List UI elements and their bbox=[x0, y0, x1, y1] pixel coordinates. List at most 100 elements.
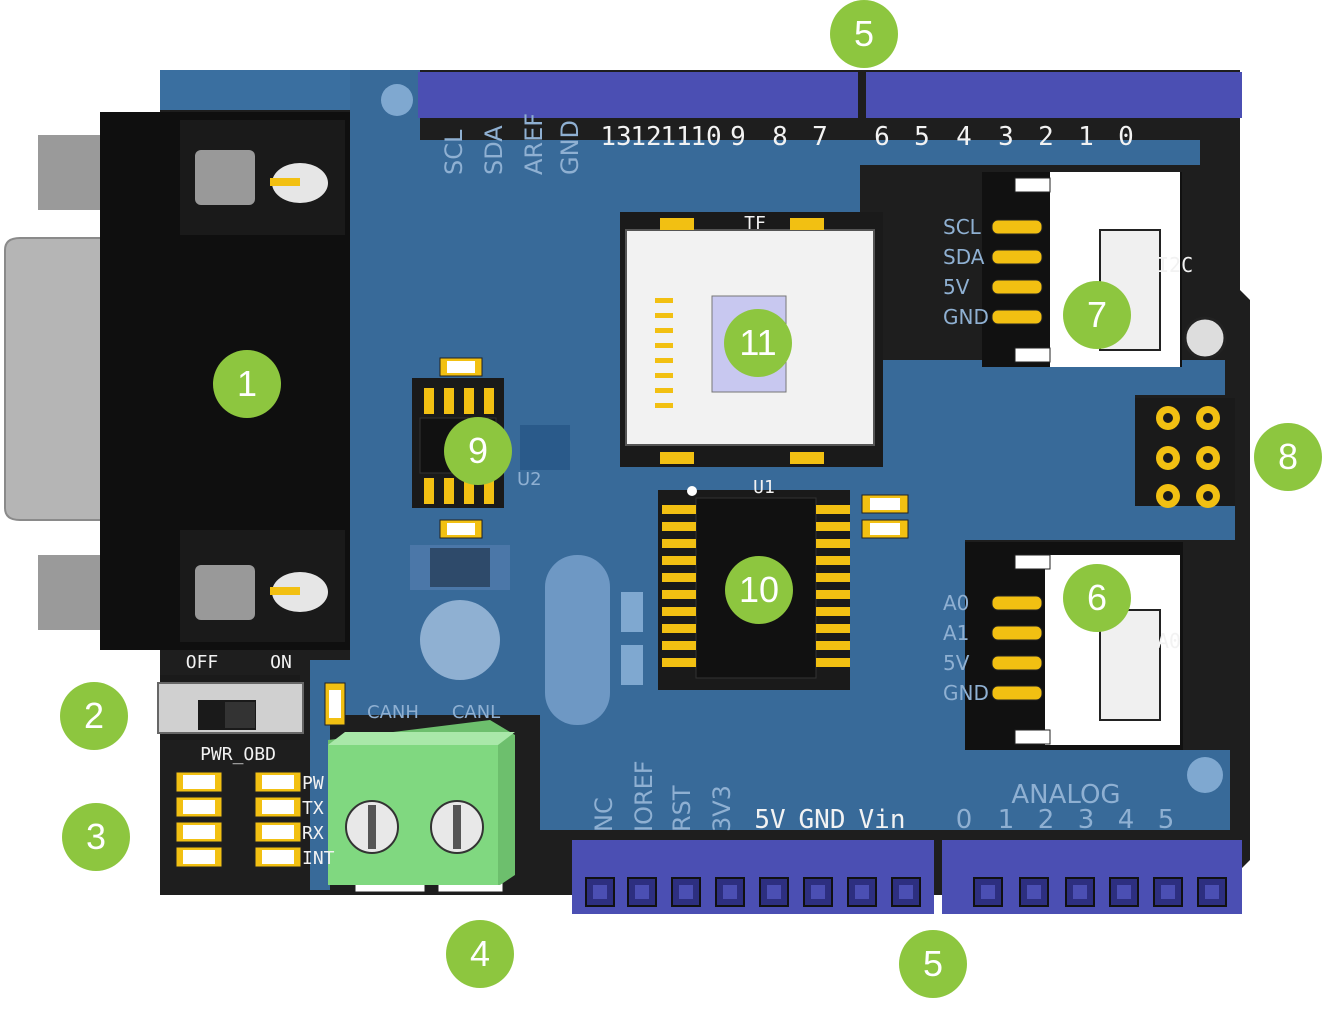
can-screw-terminal bbox=[328, 720, 515, 893]
header-pin bbox=[1027, 885, 1041, 899]
led-resistor bbox=[183, 825, 215, 839]
grove-pin bbox=[991, 219, 1043, 235]
callout-7-i2c-connector: 7 bbox=[1063, 281, 1131, 349]
tf-contact bbox=[655, 313, 673, 318]
header-pin bbox=[715, 877, 745, 907]
status-led bbox=[262, 800, 294, 814]
chip-pin bbox=[816, 624, 850, 633]
grove-pin bbox=[991, 249, 1043, 265]
led-label: PW bbox=[302, 773, 324, 794]
grove-pin bbox=[991, 595, 1043, 611]
callout-5-bottom-header: 5 bbox=[899, 930, 967, 998]
switch-on-label: ON bbox=[270, 652, 292, 673]
analog-pin-label: 2 bbox=[1038, 805, 1055, 835]
power-pin-label: Vin bbox=[859, 805, 906, 835]
analog-header-label: ANALOG bbox=[1011, 780, 1120, 810]
i2c-pin-label: SCL bbox=[943, 215, 982, 239]
led-label: TX bbox=[302, 798, 324, 819]
analog-pin-label: 0 bbox=[956, 805, 973, 835]
grove-pin bbox=[991, 655, 1043, 671]
grove-pin bbox=[991, 279, 1043, 295]
header-pin bbox=[635, 885, 649, 899]
chip-pin bbox=[484, 388, 494, 414]
header-pin bbox=[1205, 885, 1219, 899]
chip-pin bbox=[662, 641, 696, 650]
tf-contact bbox=[655, 328, 673, 333]
header-pin bbox=[1161, 885, 1175, 899]
header-pin bbox=[767, 885, 781, 899]
callout-11-tf: 11 bbox=[724, 309, 792, 377]
callout-1-db9: 1 bbox=[213, 350, 281, 418]
i2c-pin-label: 5V bbox=[943, 275, 970, 299]
status-leds bbox=[175, 771, 302, 868]
tf-contact bbox=[655, 298, 673, 303]
u2-label: U2 bbox=[517, 469, 542, 490]
tf-contact bbox=[655, 388, 673, 393]
tf-contact bbox=[655, 403, 673, 408]
chip-pin bbox=[662, 658, 696, 667]
icsp-pin bbox=[1203, 491, 1213, 501]
digital-pin-label: 12 bbox=[630, 122, 661, 152]
chip-pin bbox=[444, 388, 454, 414]
header-pin bbox=[811, 885, 825, 899]
power-pin-label: NC bbox=[590, 797, 618, 832]
chip-pin bbox=[464, 478, 474, 504]
header-pin bbox=[1019, 877, 1049, 907]
header-pin bbox=[855, 885, 869, 899]
tf-label: TF bbox=[744, 213, 766, 234]
led-resistor bbox=[183, 850, 215, 864]
led-resistor bbox=[183, 775, 215, 789]
header-pin bbox=[1153, 877, 1183, 907]
i2c-grove-connector bbox=[982, 172, 1182, 367]
digital-pin-label: 9 bbox=[730, 122, 746, 152]
digital-pin-label: 7 bbox=[812, 122, 828, 152]
icsp-pin bbox=[1163, 413, 1173, 423]
i2c-pin-label: GND bbox=[943, 305, 989, 329]
power-switch[interactable] bbox=[157, 675, 304, 740]
chip-pin bbox=[662, 505, 696, 514]
header-pin bbox=[899, 885, 913, 899]
switch-off-label: OFF bbox=[186, 652, 219, 673]
status-led bbox=[262, 775, 294, 789]
chip-pin bbox=[444, 478, 454, 504]
chip-pin bbox=[816, 641, 850, 650]
header-pin bbox=[1117, 885, 1131, 899]
digital-pin-label: SDA bbox=[480, 125, 508, 175]
switch-name-label: PWR_OBD bbox=[200, 744, 276, 765]
chip-pin bbox=[816, 505, 850, 514]
power-pin-label: RST bbox=[668, 785, 696, 832]
chip-pin bbox=[816, 522, 850, 531]
digital-pin-label: 2 bbox=[1038, 122, 1054, 152]
tf-contact bbox=[655, 358, 673, 363]
db9-connector bbox=[4, 112, 350, 650]
chip-pin bbox=[662, 539, 696, 548]
chip-pin bbox=[662, 607, 696, 616]
chip-pin bbox=[662, 590, 696, 599]
status-led bbox=[262, 850, 294, 864]
led-label: INT bbox=[302, 848, 335, 869]
callout-9-u2: 9 bbox=[444, 417, 512, 485]
mounting-hole bbox=[381, 84, 413, 116]
chip-pin bbox=[484, 478, 494, 504]
digital-pin-label: 5 bbox=[914, 122, 930, 152]
chip-pin bbox=[816, 539, 850, 548]
callout-3-leds: 3 bbox=[62, 803, 130, 871]
chip-pin bbox=[816, 573, 850, 582]
digital-pin-label: 4 bbox=[956, 122, 972, 152]
header-pin bbox=[803, 877, 833, 907]
digital-pin-label: GND bbox=[556, 120, 584, 175]
digital-pin-label: 10 bbox=[690, 122, 721, 152]
header-pin bbox=[1073, 885, 1087, 899]
i2c-connector-label: I2C bbox=[1157, 253, 1193, 277]
u1-label: U1 bbox=[753, 477, 775, 498]
analog-pin-label: 5 bbox=[1158, 805, 1175, 835]
pcb-blue-area bbox=[160, 70, 1235, 890]
top-header bbox=[418, 72, 1242, 118]
a0-pin-label: A1 bbox=[943, 621, 969, 645]
digital-pin-label: 3 bbox=[998, 122, 1014, 152]
icsp-pin bbox=[1163, 491, 1173, 501]
a0-pin-label: A0 bbox=[943, 591, 969, 615]
digital-pin-label: 11 bbox=[660, 122, 691, 152]
header-pin bbox=[723, 885, 737, 899]
